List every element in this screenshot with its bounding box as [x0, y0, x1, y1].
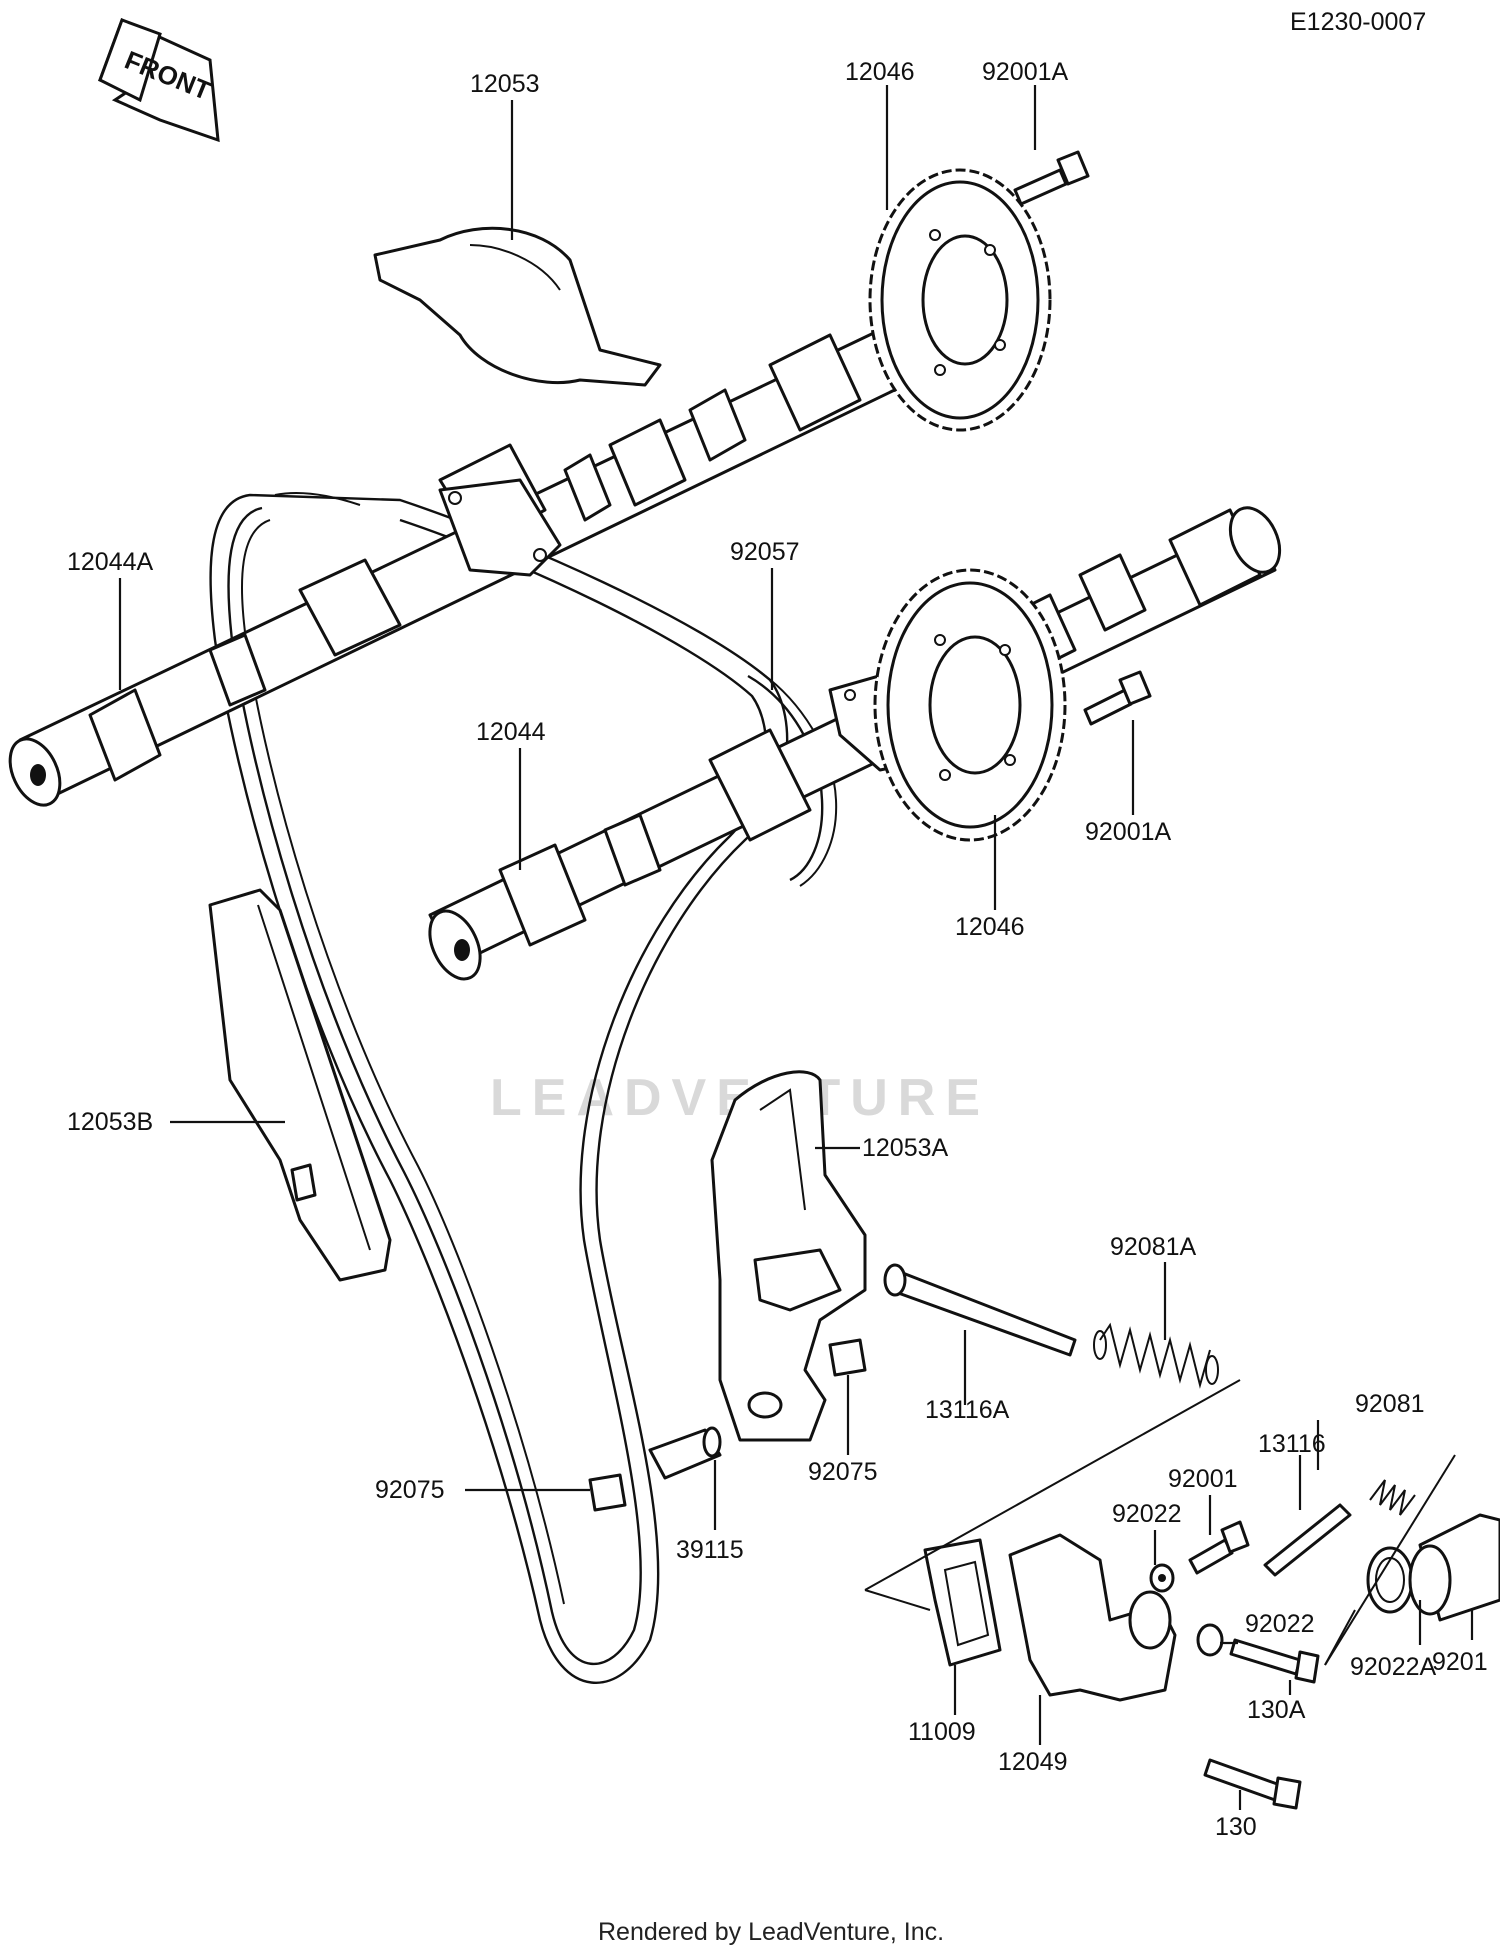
callout-92022-top: 92022: [1112, 1500, 1182, 1528]
callout-130A: 130A: [1247, 1696, 1306, 1724]
callout-92001A-mid: 92001A: [1085, 818, 1172, 846]
callout-92081: 92081: [1355, 1390, 1425, 1418]
tensioner-body-12049: [1008, 1533, 1177, 1702]
spring-92081A: [1093, 1322, 1219, 1389]
callout-92022A: 92022A: [1350, 1653, 1437, 1681]
callout-92001A-top: 92001A: [982, 58, 1069, 86]
pin-13116: [1263, 1503, 1352, 1577]
cam-sprocket-12046-top: [868, 168, 1052, 432]
callout-12044A: 12044A: [67, 548, 154, 576]
front-arrow-icon: FRONT: [98, 17, 220, 143]
callout-12049: 12049: [998, 1748, 1068, 1776]
assembly-line: [864, 1589, 931, 1611]
bolt-130: [1203, 1758, 1302, 1810]
callout-13116A: 13116A: [925, 1396, 1010, 1424]
camshaft-12044A: [8, 328, 907, 807]
callout-92022-mid: 92022: [1245, 1610, 1315, 1638]
washer-92022-mid: [1196, 1623, 1224, 1657]
callout-12044: 12044: [476, 718, 546, 746]
bolt-92001: [1188, 1520, 1250, 1575]
leader-lines: [118, 85, 1474, 1810]
callout-92081A: 92081A: [1110, 1233, 1197, 1261]
callout-92057: 92057: [730, 538, 800, 566]
callout-9201: 9201: [1432, 1648, 1488, 1676]
chain-guide-12053B: [208, 888, 392, 1282]
callout-11009: 11009: [908, 1718, 976, 1746]
footer-credit: Rendered by LeadVenture, Inc.: [598, 1918, 944, 1946]
diagram-ref-code: E1230-0007: [1290, 8, 1426, 36]
callout-12053: 12053: [470, 70, 540, 98]
damper-92075-left: [588, 1473, 627, 1512]
callout-12046-mid: 12046: [955, 913, 1025, 941]
cap-9201: [1408, 1513, 1500, 1622]
callout-12046-top: 12046: [845, 58, 915, 86]
chain-guide-12053A: [710, 1070, 867, 1442]
camshaft-12044: [428, 506, 1282, 981]
damper-92075-right: [828, 1338, 867, 1377]
callout-12053B: 12053B: [67, 1108, 153, 1136]
spring-92081: [1369, 1479, 1416, 1516]
tensioner-pin-13116A: [883, 1263, 1077, 1357]
callout-130: 130: [1215, 1813, 1257, 1841]
bolt-92001A-mid: [1083, 670, 1152, 726]
assembly-line: [864, 1379, 1241, 1591]
bolt-39115: [648, 1426, 722, 1480]
callout-39115: 39115: [676, 1536, 744, 1564]
callout-12053A: 12053A: [862, 1134, 949, 1162]
oring-92022A: [1366, 1546, 1414, 1614]
assembly-line: [1324, 1454, 1456, 1666]
cam-sprocket-12046-lower: [873, 568, 1067, 842]
washer-92022-top: [1149, 1563, 1175, 1593]
bolt-130A: [1229, 1638, 1320, 1684]
bolt-92001A-top: [1013, 150, 1090, 206]
gasket-11009: [923, 1538, 1002, 1667]
callout-92075-right: 92075: [808, 1458, 878, 1486]
callout-13116: 13116: [1258, 1430, 1326, 1458]
cam-cap-12053: [373, 226, 662, 387]
callout-92075-left: 92075: [375, 1476, 445, 1504]
callout-92001: 92001: [1168, 1465, 1238, 1493]
